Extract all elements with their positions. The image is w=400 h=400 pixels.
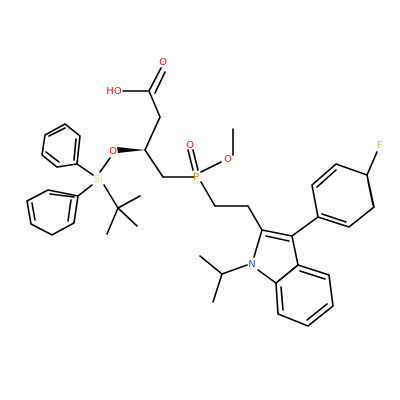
- atom-label-layer: HO O O Si P O O N F: [93, 57, 383, 270]
- phenyl-ring-1: [41, 123, 81, 168]
- phenyl-1-double-a: [45, 151, 60, 163]
- bond-c3-c3a: [291, 235, 299, 266]
- bond-cooh-ch2: [148, 90, 161, 118]
- atom-fluorine-label: F: [377, 140, 383, 151]
- atom-carbonyl-oxygen-label: O: [159, 57, 167, 68]
- fluorophenyl-double-c: [321, 213, 347, 223]
- bond-ch2-chiral: [144, 116, 161, 151]
- bond-c-f: [366, 151, 378, 176]
- atom-phosphoryl-oxygen-label: O: [186, 140, 194, 151]
- indole-benzene-double-c: [280, 286, 284, 311]
- bond-p-o-double-2: [192, 149, 199, 171]
- bond-si-ph1: [76, 163, 94, 176]
- bond-o-si: [99, 157, 111, 173]
- atom-hydroxyl-label: HO: [106, 86, 122, 97]
- bond-chiral-ch2: [144, 149, 164, 178]
- bond-tbu-me1: [106, 207, 119, 235]
- bond-layer: [26, 67, 378, 327]
- bond-si-ph2: [77, 184, 93, 197]
- atom-nitrogen-label: N: [248, 259, 255, 270]
- phenyl-2-double-b: [31, 202, 36, 221]
- phenyl-ring-2: [26, 189, 79, 236]
- fluorophenyl-double-b: [367, 180, 374, 206]
- bond-c2-c3-double: [265, 235, 290, 242]
- bond-c3-fluorophenyl: [291, 216, 319, 237]
- wedge-bond-c-o: [117, 147, 145, 153]
- bond-p-ome: [200, 161, 222, 173]
- bond-n-ipr: [221, 264, 248, 275]
- fluorophenyl-ring: [311, 163, 375, 228]
- indole-benzene-ring: [275, 264, 334, 327]
- bond-p-ch2: [200, 181, 216, 207]
- bond-n-c2: [253, 229, 263, 258]
- atom-silicon-label: Si: [93, 174, 102, 185]
- bond-c-o-double-1: [148, 67, 162, 92]
- indole-benzene-double-b: [306, 303, 328, 321]
- bond-ipr-me2: [212, 273, 223, 303]
- bond-tbu-me3: [117, 207, 138, 227]
- phenyl-2-double-a: [67, 199, 72, 222]
- bond-c-o-double-2: [154, 71, 166, 94]
- atom-phosphorus-label: P: [193, 172, 199, 183]
- bond-p-o-double-1: [187, 149, 194, 171]
- phenyl-2-double-c: [49, 193, 75, 198]
- bond-c2-c3: [261, 229, 293, 237]
- bond-si-tbu: [103, 184, 119, 209]
- bond-tbu-me2: [117, 195, 141, 209]
- bond-c7a-n: [257, 269, 277, 284]
- atom-ether-oxygen-label: O: [109, 146, 117, 157]
- indole-benzene-double-a: [299, 270, 326, 280]
- fluorophenyl-double-a: [316, 169, 337, 188]
- phenyl-1-double-b: [48, 127, 66, 137]
- phenyl-1-double-c: [73, 138, 77, 161]
- bond-ipr-me1: [199, 255, 223, 275]
- bond-ch2-indole: [247, 205, 263, 231]
- atom-methoxy-oxygen-label: O: [224, 154, 232, 165]
